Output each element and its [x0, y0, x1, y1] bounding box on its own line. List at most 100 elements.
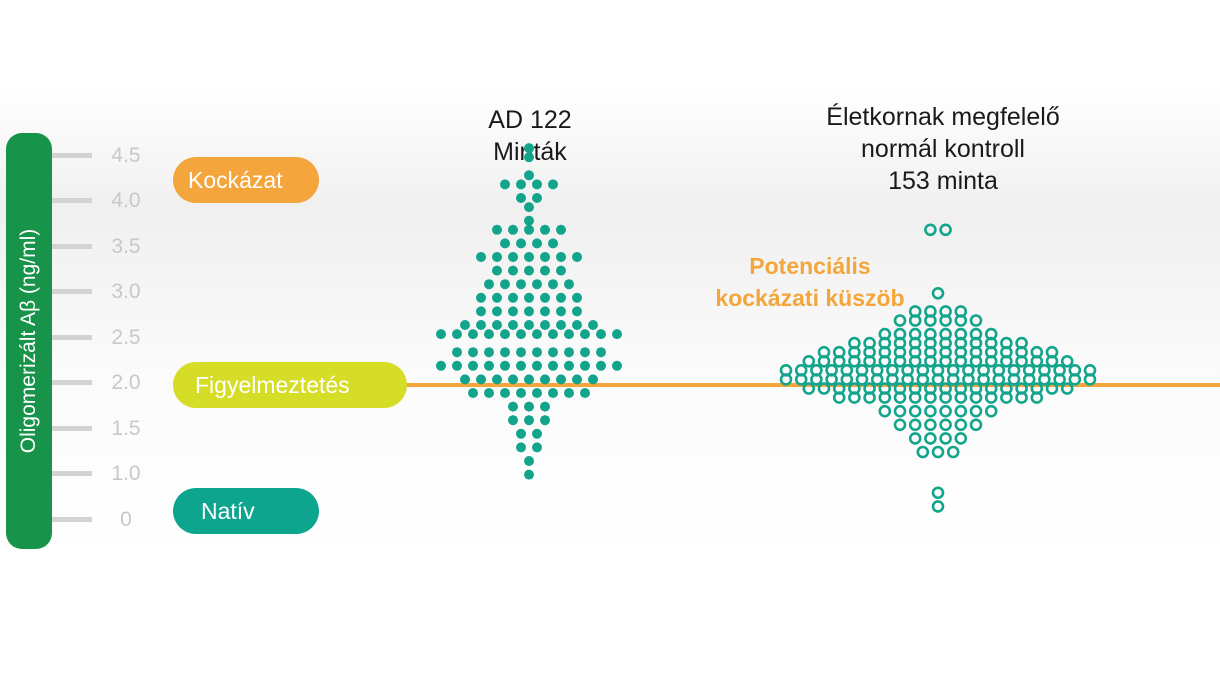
ad-data-point: [452, 360, 462, 371]
control-data-point: [954, 314, 968, 327]
ad-data-point: [524, 456, 534, 466]
control-series-title-line: Életkornak megfelelő: [826, 103, 1060, 131]
ad-data-point: [516, 179, 526, 190]
ad-data-point: [484, 347, 494, 358]
ad-data-point: [524, 292, 534, 303]
ad-data-point: [500, 329, 510, 340]
control-data-point: [794, 373, 808, 386]
control-data-point: [954, 432, 968, 445]
ad-data-point: [492, 374, 502, 385]
control-series-title-line: normál kontroll: [861, 135, 1025, 163]
control-data-point: [878, 354, 892, 368]
threshold-label: Potenciális kockázati küszöb: [690, 250, 930, 314]
ad-data-point: [580, 347, 590, 358]
control-data-point: [908, 432, 922, 445]
ad-data-point: [468, 329, 478, 340]
control-data-point: [908, 391, 922, 404]
ad-data-point: [508, 224, 518, 235]
ad-data-point: [548, 238, 558, 249]
y-tick-mark: [52, 335, 92, 340]
control-data-point: [924, 418, 937, 432]
ad-data-point: [468, 388, 478, 398]
control-data-point: [969, 314, 983, 327]
ad-data-point: [516, 193, 526, 203]
ad-data-point: [500, 279, 510, 290]
ad-data-point: [508, 252, 518, 262]
ad-data-point: [556, 224, 566, 235]
control-data-point: [931, 286, 945, 300]
control-data-point: [969, 418, 983, 432]
control-data-point: [1007, 373, 1021, 386]
y-tick-label: 2.5: [111, 326, 141, 349]
y-tick-label: 1.0: [111, 462, 141, 485]
y-tick-label: 2.0: [111, 371, 141, 394]
ad-data-point: [500, 360, 510, 371]
ad-data-point: [516, 388, 526, 398]
control-series-dots: [779, 223, 1097, 513]
control-data-point: [939, 404, 952, 418]
y-tick-mark: [52, 198, 92, 203]
ad-data-point: [516, 360, 526, 371]
ad-data-point: [524, 401, 534, 412]
ad-data-point: [588, 320, 598, 330]
control-data-point: [1015, 354, 1028, 368]
control-data-point: [1045, 354, 1059, 368]
ad-data-point: [540, 374, 550, 385]
ad-data-point: [484, 279, 494, 290]
control-data-point: [908, 314, 922, 327]
ad-data-point: [548, 329, 558, 340]
ad-data-point: [588, 374, 598, 385]
ad-data-point: [524, 143, 534, 154]
ad-data-point: [476, 320, 486, 330]
control-data-point: [939, 432, 952, 445]
control-data-point: [992, 373, 1006, 386]
y-tick-mark: [52, 517, 92, 522]
control-data-point: [878, 404, 892, 418]
control-data-point: [863, 391, 876, 404]
control-data-point: [908, 418, 922, 432]
ad-data-point: [492, 224, 502, 235]
control-data-point: [954, 391, 968, 404]
control-data-point: [931, 486, 945, 500]
control-data-point: [901, 373, 914, 386]
y-tick-mark: [52, 471, 92, 476]
ad-data-point: [436, 329, 446, 340]
y-tick-mark: [52, 244, 92, 249]
ad-data-point: [452, 329, 462, 340]
control-data-point: [817, 382, 831, 395]
ad-data-point: [524, 170, 534, 181]
control-data-point: [946, 373, 960, 386]
ad-data-point: [564, 388, 574, 398]
control-data-point: [802, 354, 816, 368]
control-data-point: [1000, 391, 1013, 404]
ad-data-point: [572, 292, 582, 303]
control-data-point: [1030, 391, 1044, 404]
y-tick-mark: [52, 380, 92, 385]
ad-data-point: [476, 306, 486, 317]
control-data-point: [886, 373, 899, 386]
control-data-point: [840, 373, 854, 386]
ad-data-point: [508, 415, 518, 426]
ad-data-point: [612, 360, 622, 371]
ad-data-point: [476, 374, 486, 385]
ad-data-point: [548, 179, 558, 190]
ad-data-point: [572, 306, 582, 317]
control-data-point: [924, 354, 937, 368]
ad-data-point: [524, 374, 534, 385]
y-tick-label: 3.5: [111, 235, 141, 258]
ad-data-point: [500, 238, 510, 249]
ad-data-point: [524, 215, 534, 226]
ad-data-point: [492, 320, 502, 330]
ad-data-point: [596, 360, 606, 371]
control-data-point: [1068, 373, 1082, 386]
ad-data-point: [572, 374, 582, 385]
ad-data-point: [500, 179, 510, 190]
threshold-label-line: kockázati küszöb: [715, 285, 905, 311]
control-data-point: [817, 354, 831, 368]
control-data-point: [1022, 373, 1036, 386]
ad-data-point: [508, 265, 518, 276]
control-data-point: [1060, 354, 1074, 368]
ad-data-point: [556, 374, 566, 385]
ad-data-point: [540, 306, 550, 317]
